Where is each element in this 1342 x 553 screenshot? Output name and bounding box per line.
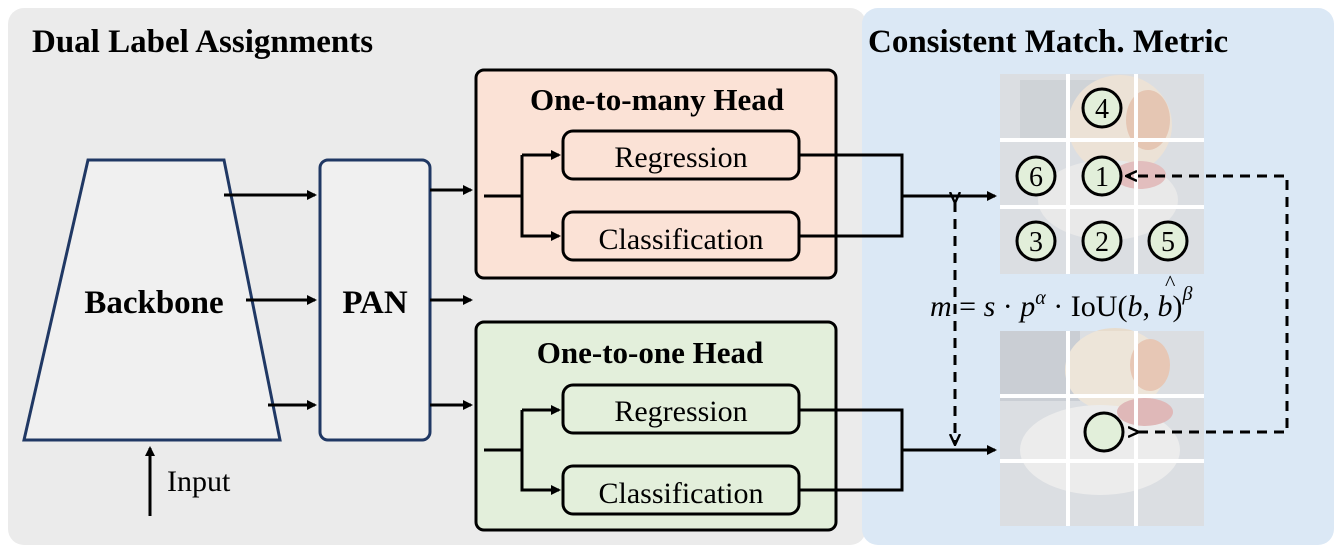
one-to-one-head-title: One-to-one Head bbox=[537, 335, 763, 370]
grid-circle-2: 2 bbox=[1081, 220, 1123, 262]
grid-circle-6: 6 bbox=[1015, 155, 1057, 197]
backbone-label: Backbone bbox=[84, 285, 223, 321]
one-to-many-regression-label: Regression bbox=[614, 141, 747, 174]
one-to-many-head-title: One-to-many Head bbox=[530, 82, 784, 117]
dashed-match-link bbox=[1127, 176, 1289, 432]
svg-text:6: 6 bbox=[1029, 162, 1043, 193]
svg-text:1: 1 bbox=[1095, 162, 1109, 193]
one-to-one-classification-label: Classification bbox=[599, 477, 764, 510]
svg-text:2: 2 bbox=[1095, 227, 1109, 258]
svg-text:3: 3 bbox=[1029, 227, 1043, 258]
grid-circle-3: 3 bbox=[1015, 220, 1057, 262]
svg-text:4: 4 bbox=[1095, 94, 1109, 125]
left-panel-title: Dual Label Assignments bbox=[32, 24, 373, 60]
input-label: Input bbox=[167, 465, 231, 498]
one-to-one-regression-label: Regression bbox=[614, 395, 747, 428]
backbone-block bbox=[22, 158, 282, 442]
one-to-many-classification-label: Classification bbox=[599, 223, 764, 256]
grid-circle-5: 5 bbox=[1147, 220, 1189, 262]
svg-text:5: 5 bbox=[1161, 227, 1175, 258]
grid-circle-1: 1 bbox=[1081, 155, 1123, 197]
right-panel-title: Consistent Match. Metric bbox=[868, 24, 1228, 60]
one-to-many-to-classification-arrow bbox=[520, 196, 561, 241]
pan-label: PAN bbox=[342, 285, 408, 321]
right-panel bbox=[862, 8, 1334, 545]
one-to-one-to-classification-arrow bbox=[520, 450, 561, 495]
selected-anchor-circle bbox=[1083, 411, 1125, 453]
grid-circle-4: 4 bbox=[1081, 87, 1123, 129]
formula-hat: ^ bbox=[1165, 270, 1176, 295]
